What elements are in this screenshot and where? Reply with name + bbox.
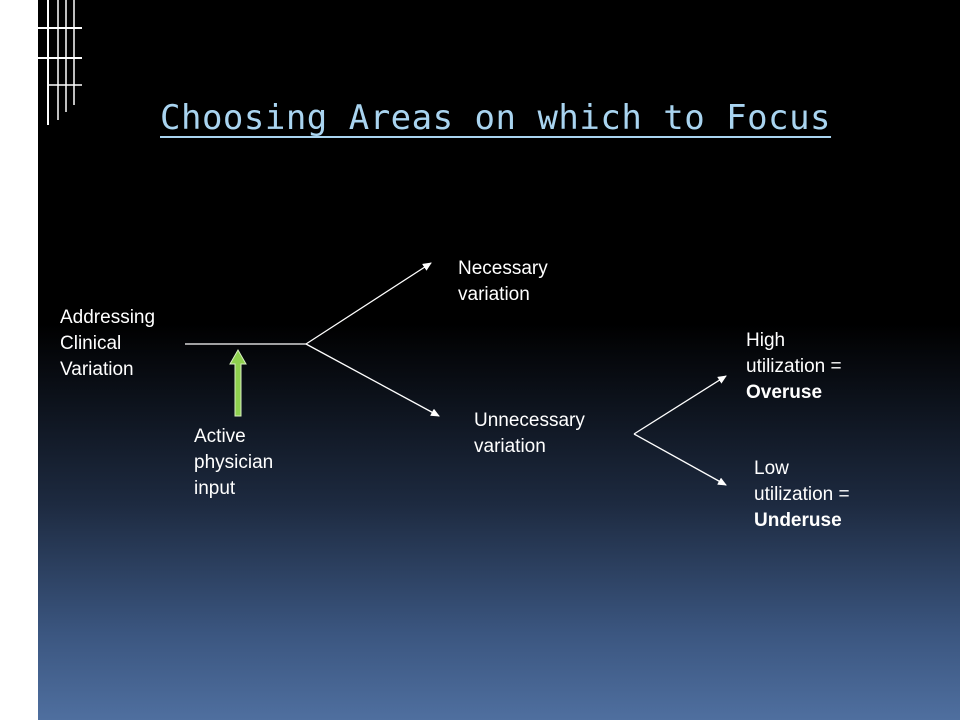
window-grid-icon [38,0,84,150]
node-line: Addressing [60,307,156,328]
node-unnecessary-variation: Unnecessary variation [474,408,585,460]
node-line: variation [458,284,530,305]
node-line: Variation [60,359,134,380]
arrow-to-low [633,433,727,486]
underuse-label: Underuse [754,510,842,531]
node-line: Low [754,458,789,479]
node-line: utilization = [754,484,850,505]
input-arrow-icon [229,348,247,417]
arrow-to-high [633,375,727,435]
diagram-connectors [185,262,727,486]
node-line: utilization = [746,356,842,377]
node-line: Active [194,426,246,447]
slide: Choosing Areas on which to Focus Address… [38,0,960,720]
node-line: High [746,330,786,351]
node-line: variation [474,436,546,457]
node-low-utilization: Low utilization = Underuse [754,456,850,534]
arrow-to-unnecessary [305,343,440,417]
left-border [0,0,38,720]
overuse-label: Overuse [746,382,823,403]
node-addressing-clinical-variation: Addressing Clinical Variation [60,305,155,383]
node-active-physician-input: Active physician input [194,424,273,502]
node-line: physician [194,452,274,473]
node-line: Clinical [60,333,122,354]
node-line: input [194,478,236,499]
node-high-utilization: High utilization = Overuse [746,328,842,406]
node-necessary-variation: Necessary variation [458,256,548,308]
arrow-to-necessary [305,262,432,345]
slide-title: Choosing Areas on which to Focus [160,98,832,138]
node-line: Unnecessary [474,410,585,431]
node-line: Necessary [458,258,548,279]
